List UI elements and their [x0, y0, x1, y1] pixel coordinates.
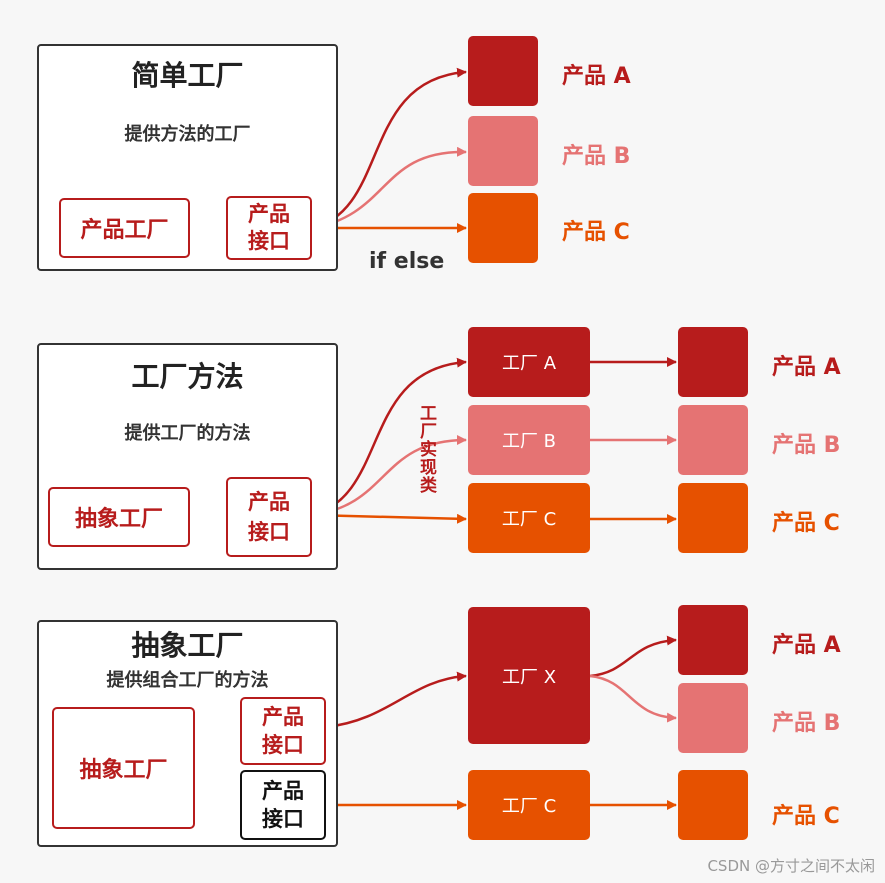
factory-method-title: 工厂方法: [131, 360, 244, 393]
if-else-label: if else: [369, 249, 445, 274]
product-interface-box-3b: 产品 接口: [240, 770, 326, 840]
product-interface-box-3a: 产品 接口: [240, 697, 326, 765]
arrow-interface1-to-factory-x: [325, 671, 467, 729]
product-b-block-3: [678, 683, 748, 753]
factory-x-block: 工厂 X: [468, 607, 590, 744]
product-interface-box-2: 产品 接口: [226, 477, 312, 557]
product-factory-box: 产品工厂: [59, 198, 190, 258]
abstract-factory-box-2: 抽象工厂: [48, 487, 190, 547]
factory-impl-label: 工厂实现类: [416, 404, 436, 494]
product-b-label-1: 产品 B: [562, 144, 631, 169]
product-c-label-2: 产品 C: [772, 511, 840, 536]
product-c-block-2: [678, 483, 748, 553]
product-b-label-2: 产品 B: [772, 433, 841, 458]
product-b-block-1: [468, 116, 538, 186]
arrow-factory-x-to-product-a: [589, 635, 677, 678]
factory-method-subtitle: 提供工厂的方法: [124, 423, 251, 444]
product-c-label-3: 产品 C: [772, 804, 840, 829]
product-c-label-1: 产品 C: [562, 220, 630, 245]
simple-factory-subtitle: 提供方法的工厂: [124, 124, 251, 145]
product-a-block-2: [678, 327, 748, 397]
product-b-block-2: [678, 405, 748, 475]
abstract-factory-subtitle: 提供组合工厂的方法: [106, 670, 269, 691]
product-a-block-3: [678, 605, 748, 675]
product-interface-box-1: 产品 接口: [226, 196, 312, 260]
factory-c-block-3: 工厂 C: [468, 770, 590, 840]
product-a-label-3: 产品 A: [772, 633, 841, 658]
product-c-block-1: [468, 193, 538, 263]
abstract-factory-title: 抽象工厂: [131, 629, 244, 662]
product-c-block-3: [678, 770, 748, 840]
factory-c-block-2: 工厂 C: [468, 483, 590, 553]
product-b-label-3: 产品 B: [772, 711, 841, 736]
factory-b-block: 工厂 B: [468, 405, 590, 475]
abstract-factory-box-3: 抽象工厂: [52, 707, 195, 829]
product-a-label-1: 产品 A: [562, 64, 631, 89]
factory-a-block: 工厂 A: [468, 327, 590, 397]
simple-factory-title: 简单工厂: [131, 59, 244, 92]
watermark: CSDN @方寸之间不太闲: [707, 857, 875, 875]
product-a-label-2: 产品 A: [772, 355, 841, 380]
product-a-block-1: [468, 36, 538, 106]
arrow-factory-x-to-product-b: [589, 674, 677, 723]
